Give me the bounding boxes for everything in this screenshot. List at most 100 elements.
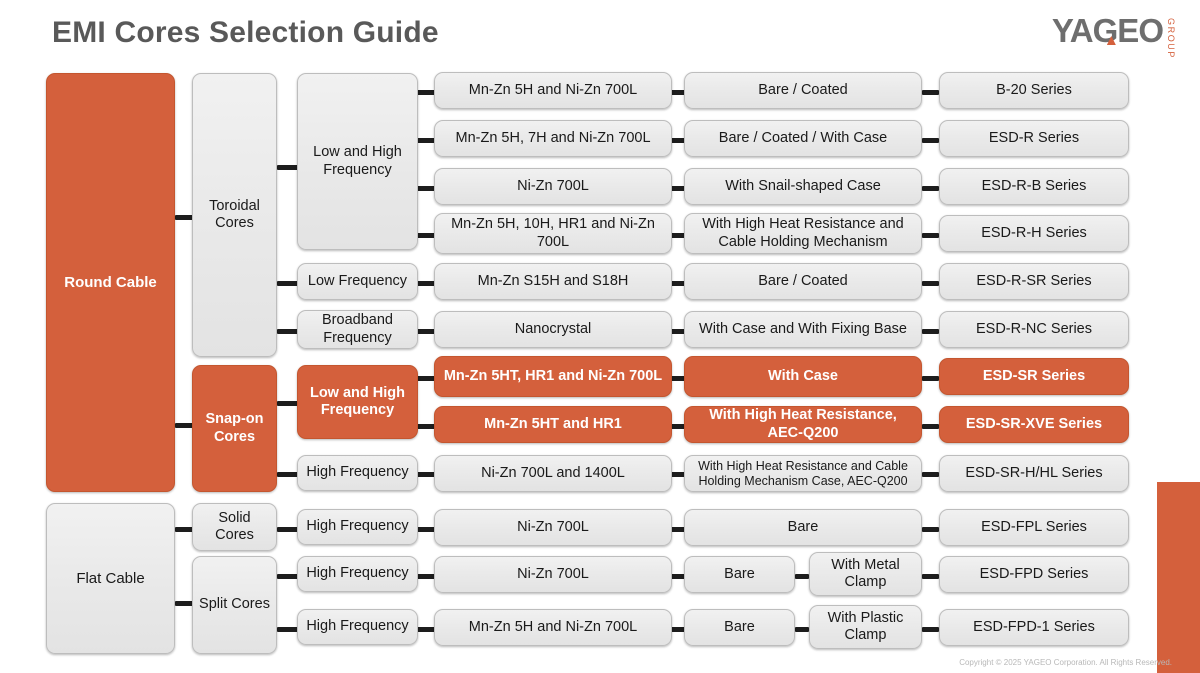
frequency-toroidal-low[interactable]: Low Frequency [297,263,418,300]
frequency-solid-high[interactable]: High Frequency [297,509,418,545]
material-row-8-label: Mn-Zn 5HT and HR1 [484,415,622,432]
yageo-logo: YAGEO GROUP [1051,12,1176,60]
series-row-5-label: ESD-R-SR Series [976,272,1092,289]
series-row-11[interactable]: ESD-FPD Series [939,556,1129,593]
series-row-5[interactable]: ESD-R-SR Series [939,263,1129,300]
material-row-7[interactable]: Mn-Zn 5HT, HR1 and Ni-Zn 700L [434,356,672,397]
series-row-6[interactable]: ESD-R-NC Series [939,311,1129,348]
series-row-4[interactable]: ESD-R-H Series [939,215,1129,252]
connector-round-snapon [175,423,193,428]
material-row-1[interactable]: Mn-Zn 5H and Ni-Zn 700L [434,72,672,109]
frequency-toroidal-low-high[interactable]: Low and High Frequency [297,73,418,250]
material-row-11-label: Ni-Zn 700L [517,565,589,582]
construction-row-11[interactable]: Bare [684,556,795,593]
series-row-3-label: ESD-R-B Series [981,177,1087,194]
logo-text: YAGEO [1051,12,1164,49]
material-row-8[interactable]: Mn-Zn 5HT and HR1 [434,406,672,443]
material-row-5[interactable]: Mn-Zn S15H and S18H [434,263,672,300]
series-row-11-label: ESD-FPD Series [979,565,1089,582]
frequency-split-high-2[interactable]: High Frequency [297,609,418,645]
frequency-split-high-1[interactable]: High Frequency [297,556,418,592]
construction-row-8[interactable]: With High Heat Resistance, AEC-Q200 [684,406,922,443]
material-row-10[interactable]: Ni-Zn 700L [434,509,672,546]
connector-round-toroidal [175,215,193,220]
series-row-9[interactable]: ESD-SR-H/HL Series [939,455,1129,492]
construction-clamp-row-12[interactable]: With Plastic Clamp [809,605,922,649]
construction-row-8-label: With High Heat Resistance, AEC-Q200 [709,407,897,441]
connector-flat-split [175,601,193,606]
material-row-9-label: Ni-Zn 700L and 1400L [481,464,625,481]
series-row-3[interactable]: ESD-R-B Series [939,168,1129,205]
material-row-2[interactable]: Mn-Zn 5H, 7H and Ni-Zn 700L [434,120,672,157]
connector-construction-series-4 [922,233,939,238]
construction-row-4[interactable]: With High Heat Resistance and Cable Hold… [684,213,922,254]
construction-row-4-label: With High Heat Resistance and Cable Hold… [702,216,904,250]
frequency-split-high-2-label: High Frequency [306,618,409,635]
construction-row-6-label: With Case and With Fixing Base [699,320,907,337]
construction-row-11-label: Bare [724,565,755,582]
connector-solid-high [277,527,298,532]
construction-row-7[interactable]: With Case [684,356,922,397]
group-split-cores[interactable]: Split Cores [192,556,277,654]
series-row-1[interactable]: B-20 Series [939,72,1129,109]
series-row-8[interactable]: ESD-SR-XVE Series [939,406,1129,443]
construction-row-10[interactable]: Bare [684,509,922,546]
connector-construction-clamp-11 [795,574,809,579]
connector-freq-material-8 [417,424,435,429]
construction-row-2[interactable]: Bare / Coated / With Case [684,120,922,157]
connector-construction-series-6 [922,329,939,334]
material-row-12[interactable]: Mn-Zn 5H and Ni-Zn 700L [434,609,672,646]
construction-row-3[interactable]: With Snail-shaped Case [684,168,922,205]
frequency-snapon-low-high[interactable]: Low and High Frequency [297,365,418,439]
group-snap-on-cores[interactable]: Snap-on Cores [192,365,277,492]
group-solid-cores[interactable]: Solid Cores [192,503,277,551]
material-row-3[interactable]: Ni-Zn 700L [434,168,672,205]
material-row-4-label: Mn-Zn 5H, 10H, HR1 and Ni-Zn 700L [451,216,655,250]
logo-group-label: GROUP [1166,18,1176,60]
group-round-cable[interactable]: Round Cable [46,73,175,492]
frequency-toroidal-low-label: Low Frequency [307,272,408,289]
connector-material-construction-8 [671,424,686,429]
connector-split-high-2 [277,627,298,632]
connector-freq-material-1 [417,90,435,95]
frequency-toroidal-broadband-label: Broadband Frequency [322,312,393,346]
connector-material-construction-6 [671,329,686,334]
material-row-4[interactable]: Mn-Zn 5H, 10H, HR1 and Ni-Zn 700L [434,213,672,254]
connector-freq-material-9 [417,472,435,477]
material-row-9[interactable]: Ni-Zn 700L and 1400L [434,455,672,492]
construction-row-9-label: With High Heat Resistance and Cable Hold… [698,458,908,488]
copyright-notice: Copyright © 2025 YAGEO Corporation. All … [959,658,1172,667]
group-flat-cable[interactable]: Flat Cable [46,503,175,654]
connector-material-construction-4 [671,233,686,238]
construction-row-6[interactable]: With Case and With Fixing Base [684,311,922,348]
group-toroidal-cores[interactable]: Toroidal Cores [192,73,277,357]
material-row-2-label: Mn-Zn 5H, 7H and Ni-Zn 700L [455,129,651,146]
material-row-6[interactable]: Nanocrystal [434,311,672,348]
construction-row-1[interactable]: Bare / Coated [684,72,922,109]
connector-construction-series-12 [922,627,939,632]
construction-clamp-row-12-label: With Plastic Clamp [827,609,904,643]
construction-row-12[interactable]: Bare [684,609,795,646]
connector-material-construction-2 [671,138,686,143]
series-row-7[interactable]: ESD-SR Series [939,358,1129,395]
connector-material-construction-1 [671,90,686,95]
group-toroidal-cores-label: Toroidal Cores [209,197,260,231]
material-row-3-label: Ni-Zn 700L [517,177,589,194]
connector-material-construction-7 [671,376,686,381]
frequency-snapon-high[interactable]: High Frequency [297,455,418,491]
connector-construction-series-7 [922,376,939,381]
connector-toroidal-low [277,281,298,286]
construction-clamp-row-11[interactable]: With Metal Clamp [809,552,922,596]
series-row-2[interactable]: ESD-R Series [939,120,1129,157]
construction-row-5[interactable]: Bare / Coated [684,263,922,300]
material-row-11[interactable]: Ni-Zn 700L [434,556,672,593]
construction-row-9[interactable]: With High Heat Resistance and Cable Hold… [684,455,922,492]
connector-freq-material-10 [417,527,435,532]
connector-construction-series-2 [922,138,939,143]
series-row-12[interactable]: ESD-FPD-1 Series [939,609,1129,646]
connector-construction-clamp-12 [795,627,809,632]
frequency-toroidal-broadband[interactable]: Broadband Frequency [297,310,418,349]
series-row-10[interactable]: ESD-FPL Series [939,509,1129,546]
series-row-8-label: ESD-SR-XVE Series [965,415,1103,432]
